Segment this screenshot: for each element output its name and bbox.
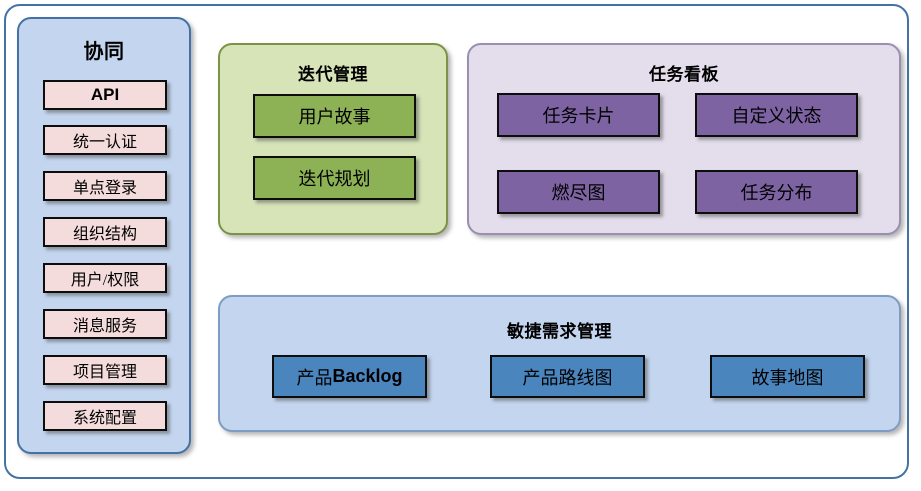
panel-task-board-title: 任务看板 <box>649 65 719 84</box>
sidebar-item-project-management[interactable]: 项目管理 <box>43 355 167 385</box>
taskboard-item-burndown-chart[interactable]: 燃尽图 <box>497 170 660 214</box>
sidebar-item-org-structure[interactable]: 组织结构 <box>43 217 167 247</box>
panel-collaboration[interactable]: 协同 API 统一认证 单点登录 组织结构 用户/权限 消息服务 项目管理 系统… <box>17 17 191 454</box>
agile-item-story-map[interactable]: 故事地图 <box>710 355 865 398</box>
sidebar-item-unified-auth[interactable]: 统一认证 <box>43 125 167 155</box>
sidebar-item-message-service[interactable]: 消息服务 <box>43 309 167 339</box>
panel-iteration-management[interactable]: 迭代管理 用户故事 迭代规划 <box>218 43 448 235</box>
agile-item-product-backlog-latin: Backlog <box>332 366 403 386</box>
iteration-item-iteration-plan[interactable]: 迭代规划 <box>253 156 416 200</box>
taskboard-item-task-distribution[interactable]: 任务分布 <box>695 170 858 214</box>
sidebar-item-user-permission[interactable]: 用户/权限 <box>43 263 167 293</box>
iteration-item-user-story[interactable]: 用户故事 <box>253 94 416 138</box>
sidebar-item-sso[interactable]: 单点登录 <box>43 171 167 201</box>
panel-collaboration-title: 协同 <box>83 41 125 63</box>
sidebar-item-api[interactable]: API <box>43 80 167 110</box>
panel-task-board[interactable]: 任务看板 任务卡片 自定义状态 燃尽图 任务分布 <box>467 43 901 235</box>
taskboard-item-task-card[interactable]: 任务卡片 <box>497 93 660 137</box>
agile-item-product-backlog-prefix: 产品 <box>296 367 333 388</box>
panel-iteration-management-title: 迭代管理 <box>298 65 368 84</box>
agile-item-product-roadmap[interactable]: 产品路线图 <box>490 355 645 398</box>
sidebar-item-system-config[interactable]: 系统配置 <box>43 401 167 431</box>
panel-agile-requirements-title: 敏捷需求管理 <box>507 322 612 341</box>
taskboard-item-custom-status[interactable]: 自定义状态 <box>695 93 858 137</box>
